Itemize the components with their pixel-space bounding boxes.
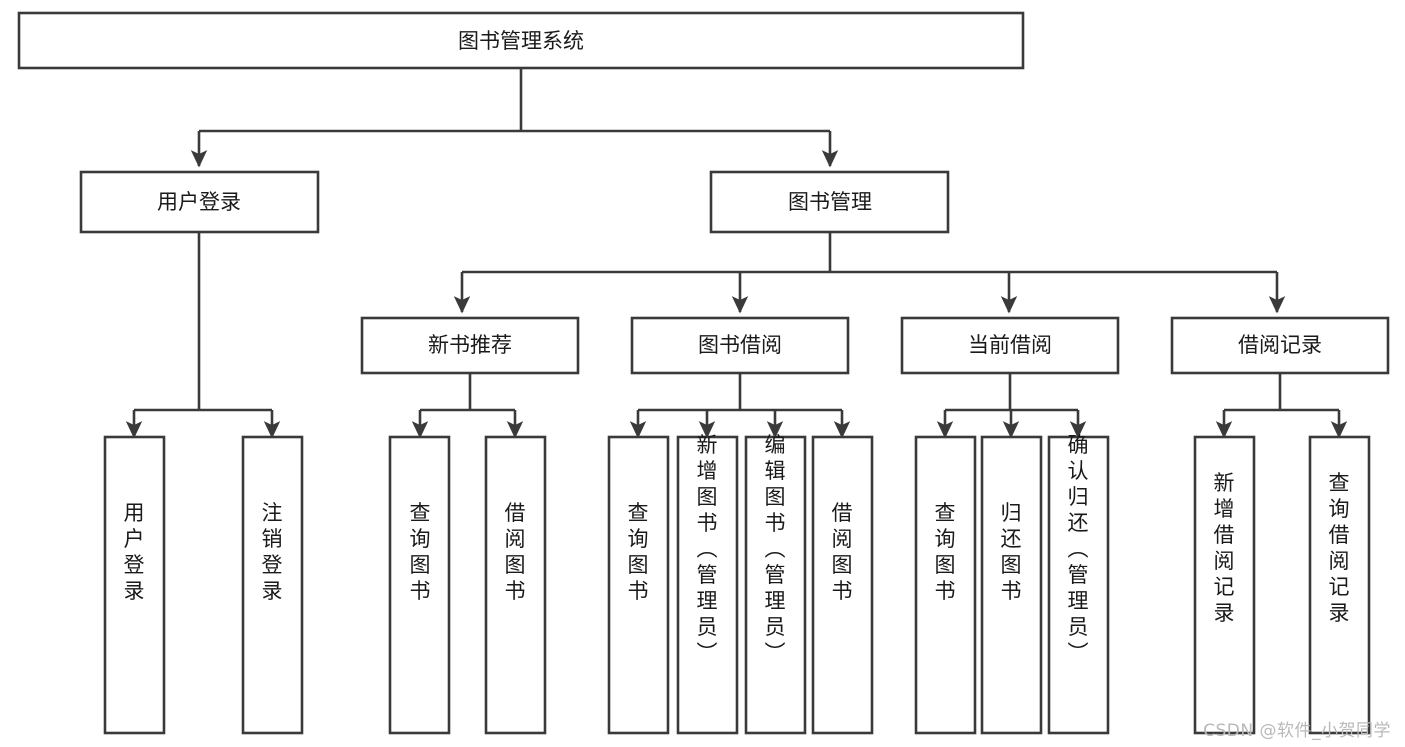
leaf-borrow-4-label: 借阅图书 <box>832 501 853 603</box>
node-current-borrow-box[interactable] <box>900 316 1120 375</box>
leaf-borrow-4-box[interactable] <box>811 435 874 735</box>
leaf-current-1-box[interactable] <box>914 435 977 735</box>
leaf-current-3-box[interactable] <box>1047 435 1110 735</box>
leaf-records-2[interactable]: 查询借阅记录 <box>1308 435 1371 735</box>
leaf-new-book-1[interactable]: 查询图书 <box>388 435 451 735</box>
leaf-new-book-2-label: 借阅图书 <box>505 501 526 603</box>
node-new-book-recommend[interactable]: 新书推荐 <box>360 316 580 375</box>
leaf-borrow-4[interactable]: 借阅图书 <box>811 435 874 735</box>
leaf-borrow-2-label: 新增图书︵管理员︶ <box>697 433 718 665</box>
node-root-label: 图书管理系统 <box>458 29 584 53</box>
node-book-borrow-box[interactable] <box>630 316 850 375</box>
node-book-borrow[interactable]: 图书借阅 <box>630 316 850 375</box>
leaf-borrow-1-box[interactable] <box>607 435 670 735</box>
leaf-current-3[interactable]: 确认归还︵管理员︶ <box>1047 433 1110 735</box>
leaf-borrow-3-label: 编辑图书︵管理员︶ <box>765 433 786 665</box>
leaf-current-2-label: 归还图书 <box>1001 501 1022 603</box>
node-current-borrow[interactable]: 当前借阅 <box>900 316 1120 375</box>
leaf-user-login-2[interactable]: 注销登录 <box>241 435 304 735</box>
leaf-new-book-2-box[interactable] <box>484 435 547 735</box>
leaf-current-2[interactable]: 归还图书 <box>980 435 1043 735</box>
leaf-records-1[interactable]: 新增借阅记录 <box>1193 435 1256 735</box>
leaf-borrow-3[interactable]: 编辑图书︵管理员︶ <box>744 433 807 735</box>
leaf-borrow-1-label: 查询图书 <box>628 501 649 603</box>
leaf-current-2-box[interactable] <box>980 435 1043 735</box>
leaf-records-2-box[interactable] <box>1308 435 1371 735</box>
node-new-book-recommend-box[interactable] <box>360 316 580 375</box>
leaf-current-1[interactable]: 查询图书 <box>914 435 977 735</box>
leaf-user-login-2-box[interactable] <box>241 435 304 735</box>
node-user-login-label: 用户登录 <box>157 190 241 214</box>
node-book-borrow-label: 图书借阅 <box>698 333 782 357</box>
leaf-user-login-1-box[interactable] <box>103 435 166 735</box>
node-borrow-records[interactable]: 借阅记录 <box>1170 316 1390 375</box>
leaf-current-1-label: 查询图书 <box>935 501 956 603</box>
leaf-user-login-2-label: 注销登录 <box>262 501 283 603</box>
node-book-management-label: 图书管理 <box>788 190 872 214</box>
leaf-borrow-2-box[interactable] <box>676 435 739 735</box>
leaf-new-book-2[interactable]: 借阅图书 <box>484 435 547 735</box>
leaf-borrow-1[interactable]: 查询图书 <box>607 435 670 735</box>
node-book-management-box[interactable] <box>709 170 950 234</box>
leaf-records-1-box[interactable] <box>1193 435 1256 735</box>
node-book-management[interactable]: 图书管理 <box>709 170 950 234</box>
leaf-new-book-1-label: 查询图书 <box>410 501 431 603</box>
node-borrow-records-box[interactable] <box>1170 316 1390 375</box>
leaf-user-login-1-label: 用户登录 <box>124 501 145 603</box>
leaf-records-1-label: 新增借阅记录 <box>1214 471 1235 625</box>
node-root-box[interactable] <box>17 11 1025 70</box>
leaf-borrow-3-box[interactable] <box>744 435 807 735</box>
node-current-borrow-label: 当前借阅 <box>968 333 1052 357</box>
leaf-new-book-1-box[interactable] <box>388 435 451 735</box>
node-borrow-records-label: 借阅记录 <box>1238 333 1322 357</box>
leaf-current-3-label: 确认归还︵管理员︶ <box>1068 433 1089 665</box>
node-user-login[interactable]: 用户登录 <box>79 170 320 234</box>
leaf-records-2-label: 查询借阅记录 <box>1329 471 1350 625</box>
leaf-borrow-2[interactable]: 新增图书︵管理员︶ <box>676 433 739 735</box>
node-new-book-recommend-label: 新书推荐 <box>428 333 512 357</box>
node-root[interactable]: 图书管理系统 <box>17 11 1025 70</box>
leaf-user-login-1[interactable]: 用户登录 <box>103 435 166 735</box>
